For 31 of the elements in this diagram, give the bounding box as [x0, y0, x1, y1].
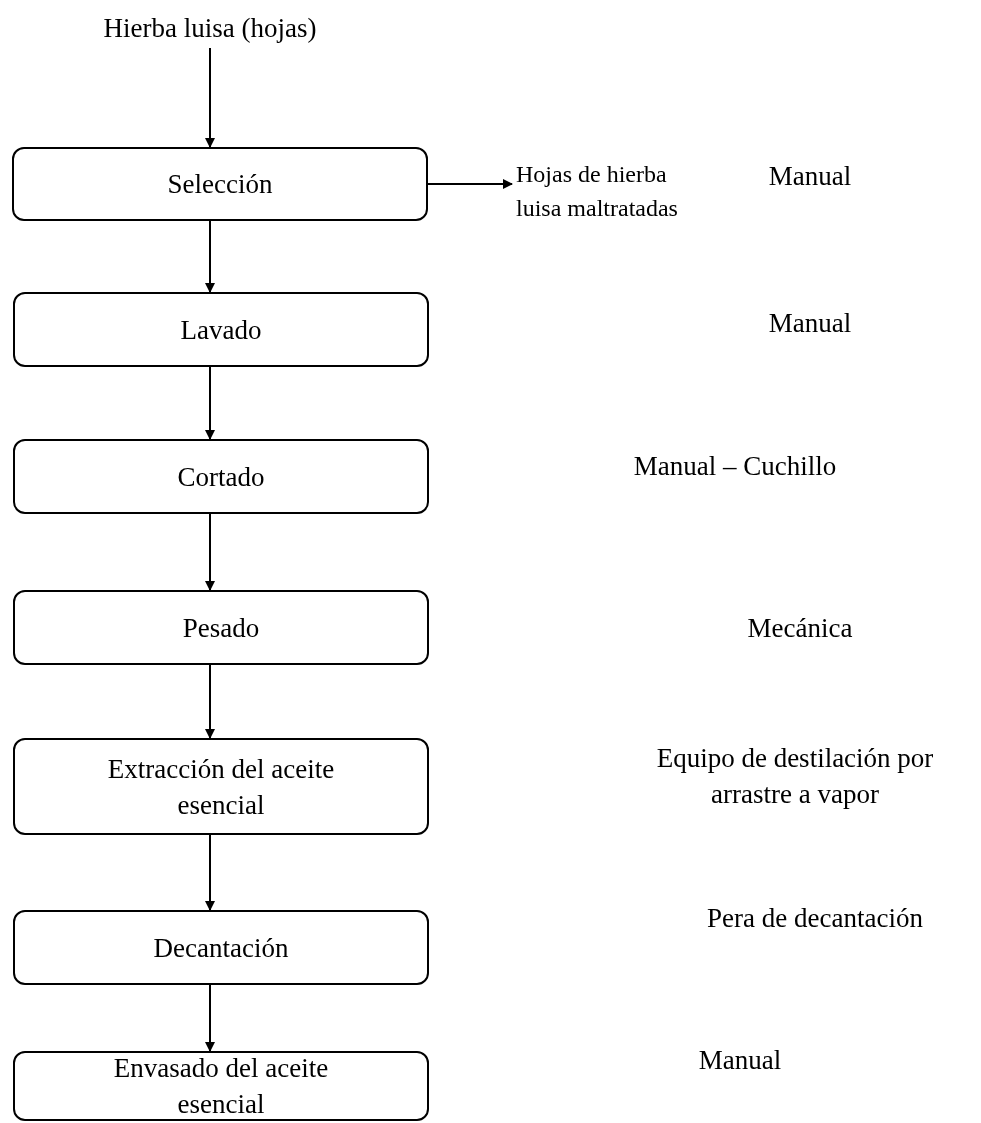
- method-label: Equipo de destilación por arrastre a vapor: [655, 742, 935, 811]
- process-box: [13, 738, 429, 835]
- method-label: Mecánica: [746, 612, 854, 645]
- arrow: [205, 366, 215, 440]
- step-label: Decantación: [153, 931, 289, 965]
- arrow: [205, 834, 215, 911]
- process-box: [13, 910, 429, 985]
- method-label: Manual: [697, 1044, 783, 1077]
- process-box: [13, 292, 429, 367]
- input-label: Hierba luisa (hojas): [103, 11, 317, 45]
- arrow: [205, 220, 215, 293]
- step-label: Selección: [167, 168, 273, 201]
- arrow: [205, 984, 215, 1052]
- method-label: Manual – Cuchillo: [632, 450, 838, 483]
- process-box: [13, 439, 429, 514]
- method-label: Manual: [767, 160, 853, 193]
- method-label: Manual: [767, 307, 853, 340]
- process-box: [12, 147, 428, 221]
- step-label: Cortado: [177, 460, 265, 494]
- step-label: Extracción del aceite esencial: [106, 752, 336, 822]
- output-label: Hojas de hierba luisa maltratadas: [516, 160, 679, 223]
- arrow: [205, 664, 215, 739]
- arrow: [427, 179, 513, 189]
- arrow: [205, 47, 215, 148]
- step-label: Lavado: [180, 313, 262, 347]
- process-box: [13, 1051, 429, 1121]
- process-box: [13, 590, 429, 665]
- step-label: Pesado: [182, 611, 260, 645]
- method-label: Pera de decantación: [706, 902, 924, 935]
- step-label: Envasado del aceite esencial: [112, 1052, 330, 1121]
- arrow: [205, 513, 215, 591]
